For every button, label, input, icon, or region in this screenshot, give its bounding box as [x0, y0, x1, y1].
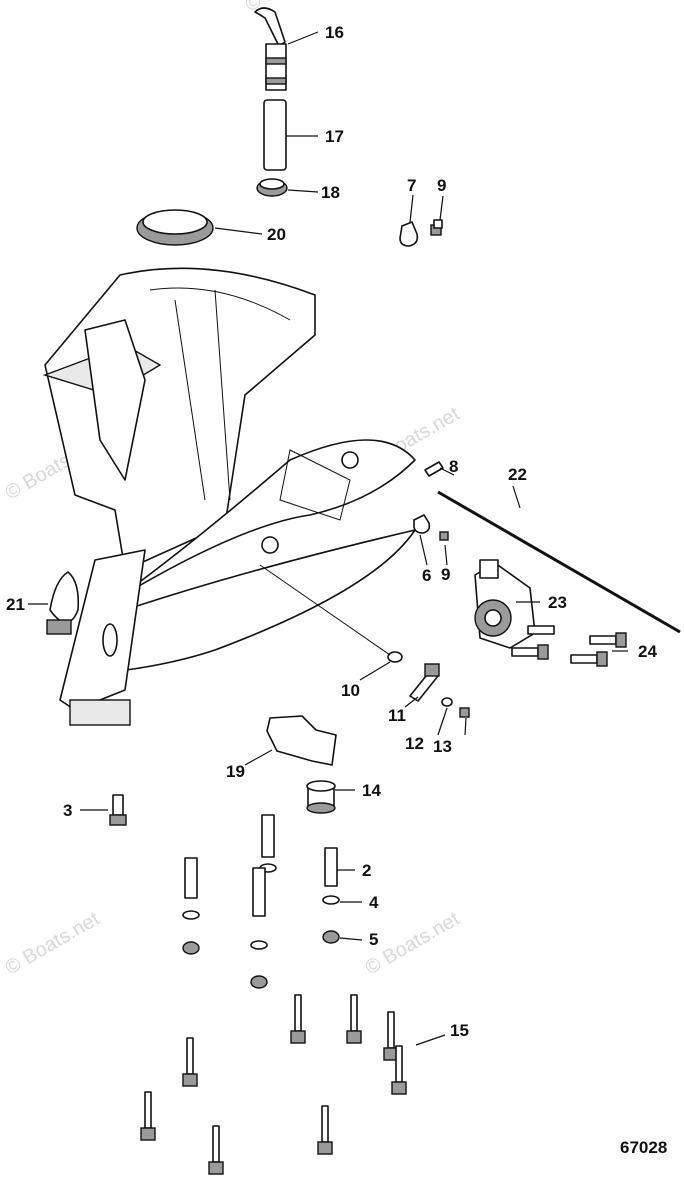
part-12-washer — [441, 697, 453, 707]
watermark: © Boats.net — [2, 908, 104, 980]
callout-11: 11 — [388, 706, 406, 725]
leader-lines — [28, 31, 628, 1046]
part-9-screw — [439, 531, 449, 541]
callout-9: 9 — [441, 565, 450, 584]
part-13-screw — [459, 707, 470, 718]
callout-17: 17 — [325, 127, 344, 146]
part-11-fitting — [409, 663, 440, 702]
part-24-bolts — [511, 625, 627, 667]
watermark: © Boats.net — [242, 0, 344, 16]
part-15-bolts — [140, 994, 407, 1175]
studs-washers-nuts — [182, 814, 340, 989]
part-3-bolt — [109, 794, 127, 826]
callout-7: 7 — [407, 176, 416, 195]
callout-21: 21 — [6, 595, 25, 614]
callout-22: 22 — [508, 465, 527, 484]
callout-8: 8 — [449, 457, 458, 476]
callout-2: 2 — [362, 861, 371, 880]
callout-4: 4 — [369, 893, 379, 912]
callout-3: 3 — [63, 801, 72, 820]
driveshaft-housing — [42, 267, 416, 726]
callout-labels: 16 17 18 20 7 9 8 22 6 9 23 21 24 10 11 … — [6, 23, 667, 1157]
callout-24: 24 — [638, 642, 657, 661]
callout-20: 20 — [267, 225, 286, 244]
part-20-seal — [136, 209, 214, 246]
callout-10: 10 — [341, 681, 360, 700]
part-18-grommet — [256, 178, 288, 197]
callout-23: 23 — [548, 593, 567, 612]
callout-6: 6 — [422, 566, 431, 585]
part-22-rod — [437, 490, 681, 634]
callout-18: 18 — [321, 183, 340, 202]
part-7-clip — [399, 221, 419, 247]
part-17-tube — [263, 99, 287, 171]
callout-19: 19 — [226, 762, 245, 781]
part-21-anode — [49, 571, 80, 624]
callout-9: 9 — [437, 176, 446, 195]
part-9-screw-top — [430, 219, 443, 236]
figure-number: 67028 — [620, 1138, 667, 1157]
part-19-plate — [266, 715, 337, 766]
part-8-fitting — [424, 461, 444, 477]
callout-16: 16 — [325, 23, 344, 42]
part-6-clip — [413, 514, 431, 534]
callout-5: 5 — [369, 930, 378, 949]
part-16-tube-elbow — [254, 7, 287, 91]
part-14-bushing — [306, 780, 336, 814]
callout-15: 15 — [450, 1021, 469, 1040]
callout-12: 12 — [405, 734, 424, 753]
callout-14: 14 — [362, 781, 381, 800]
part-23-mount — [474, 559, 536, 649]
callout-13: 13 — [433, 737, 452, 756]
part-10-oring — [387, 651, 403, 663]
